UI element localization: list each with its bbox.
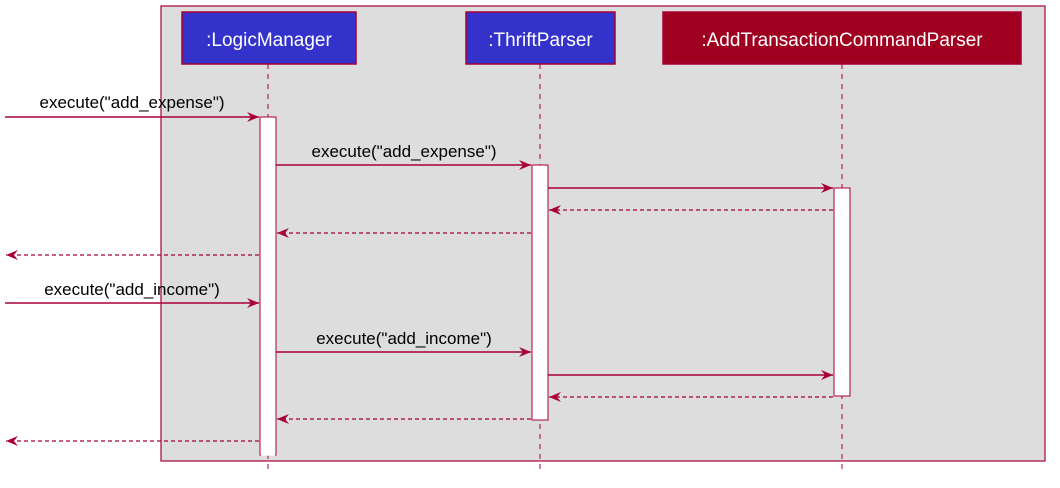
message-1-label: execute("add_expense")	[39, 93, 224, 112]
message-8-label: execute("add_income")	[316, 329, 492, 348]
activation-thrift-parser-1	[531, 164, 549, 421]
message-7: execute("add_income")	[5, 280, 259, 308]
activation-logic-manager	[259, 116, 277, 456]
participant-label-logic-manager: :LogicManager	[206, 30, 332, 51]
message-8: execute("add_income")	[276, 329, 531, 357]
participant-label-thrift-parser: :ThriftParser	[488, 30, 593, 51]
message-7-label: execute("add_income")	[44, 280, 220, 299]
participant-logic-manager: :LogicManager	[181, 11, 357, 65]
message-2-label: execute("add_expense")	[311, 142, 496, 161]
group-frame	[160, 5, 1046, 462]
message-1: execute("add_expense")	[5, 93, 259, 122]
participant-add-transaction-command-parser: :AddTransactionCommandParser	[662, 11, 1022, 65]
activation-add-transaction-command-parser	[833, 187, 851, 397]
participant-label-add-transaction-command-parser: :AddTransactionCommandParser	[701, 30, 983, 51]
message-2: execute("add_expense")	[276, 142, 531, 170]
participant-thrift-parser: :ThriftParser	[465, 11, 616, 65]
